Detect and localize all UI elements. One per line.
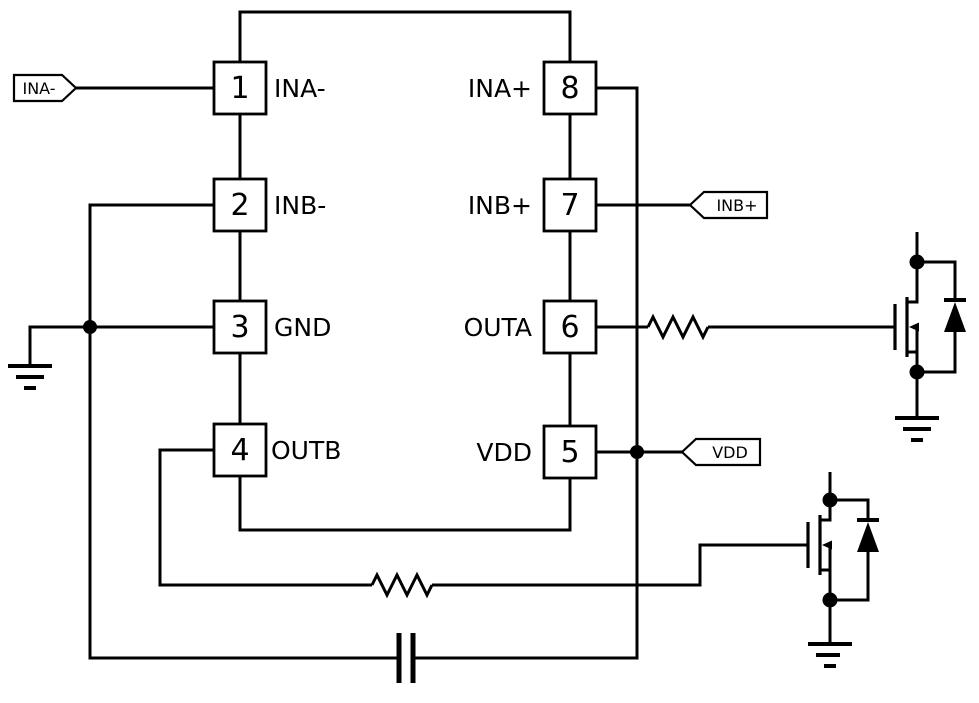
pin-8-number: 8 [560,71,579,106]
diode-triangle [857,522,879,552]
drain-junction-dot [822,492,838,508]
diode-branch-bottom [917,332,957,374]
pin-4-box [212,422,268,478]
mosfet-high-side [893,232,966,442]
net-flag-shape [680,437,762,467]
net-flag-shape [12,73,78,103]
pin-5-number: 5 [560,435,579,470]
pin-4: 4 OUTB [212,422,341,478]
pin-1-label: INA- [274,74,326,103]
net-flag-inb-plus: INB+ [688,190,769,220]
wire-outb-to-resistor [158,448,372,587]
diode-branch-top [917,260,957,300]
diode-branch-bottom [830,552,870,602]
pin-7-number: 7 [560,188,579,223]
pin-4-number: 4 [230,433,249,468]
net-flag-label: INA- [22,79,55,98]
pin-3-label: GND [274,313,331,342]
pin-1-number: 1 [230,71,249,106]
pin-6-box [542,299,598,355]
pin-5-box [542,424,598,480]
net-flag-label: VDD [712,443,748,462]
junction-dot-gnd-inb [83,320,97,334]
pin-3-box [212,299,268,355]
pin-2-number: 2 [230,188,249,223]
pin-6-number: 6 [560,310,579,345]
wire-gnd [28,325,214,366]
pin-3: 3 GND [212,299,331,355]
pin-3-number: 3 [230,310,249,345]
ground-symbol-low-side [808,642,852,668]
ground-symbol-high-side [895,416,939,442]
pin-7: 7 INB+ [468,177,598,233]
pin-8-box [542,60,598,116]
wire-resistor-to-lowside-gate [432,543,808,587]
pin-5-label: VDD [476,438,532,467]
pin-1-box [212,60,268,116]
pin-7-label: INB+ [468,191,532,220]
wire-inb-minus-to-capacitor [88,203,399,660]
resistor-outa [646,313,710,341]
diode-triangle [944,302,966,332]
mosfet-low-side [806,472,879,668]
pin-5: 5 VDD [476,424,598,480]
mosfet-drain-lead [907,262,919,304]
pin-6: 6 OUTA [464,299,598,355]
junction-dot-vdd-rail [630,445,644,459]
resistor-outb [370,571,434,599]
pin-6-label: OUTA [464,313,532,342]
capacitor [396,633,416,683]
pin-4-label: OUTB [271,436,341,465]
net-flag-ina-minus: INA- [12,73,78,103]
pin-2-box [212,177,268,233]
diode-branch-top [830,498,870,520]
pin-7-box [542,177,598,233]
mosfet-body-arrow [909,322,919,332]
pin-8: 8 INA+ [468,60,598,116]
pin-2: 2 INB- [212,177,326,233]
net-flag-vdd: VDD [680,437,762,467]
pin-2-label: INB- [274,191,326,220]
drain-junction-dot [909,254,925,270]
net-flag-shape [688,190,769,220]
pin-1: 1 INA- [212,60,326,116]
mosfet-body-arrow [822,540,832,550]
net-flag-label: INB+ [716,196,757,215]
wire-ina-plus-vdd-rail [413,86,639,660]
ground-symbol-left [8,364,52,390]
pin-8-label: INA+ [468,74,532,103]
ic-outline [238,10,572,532]
